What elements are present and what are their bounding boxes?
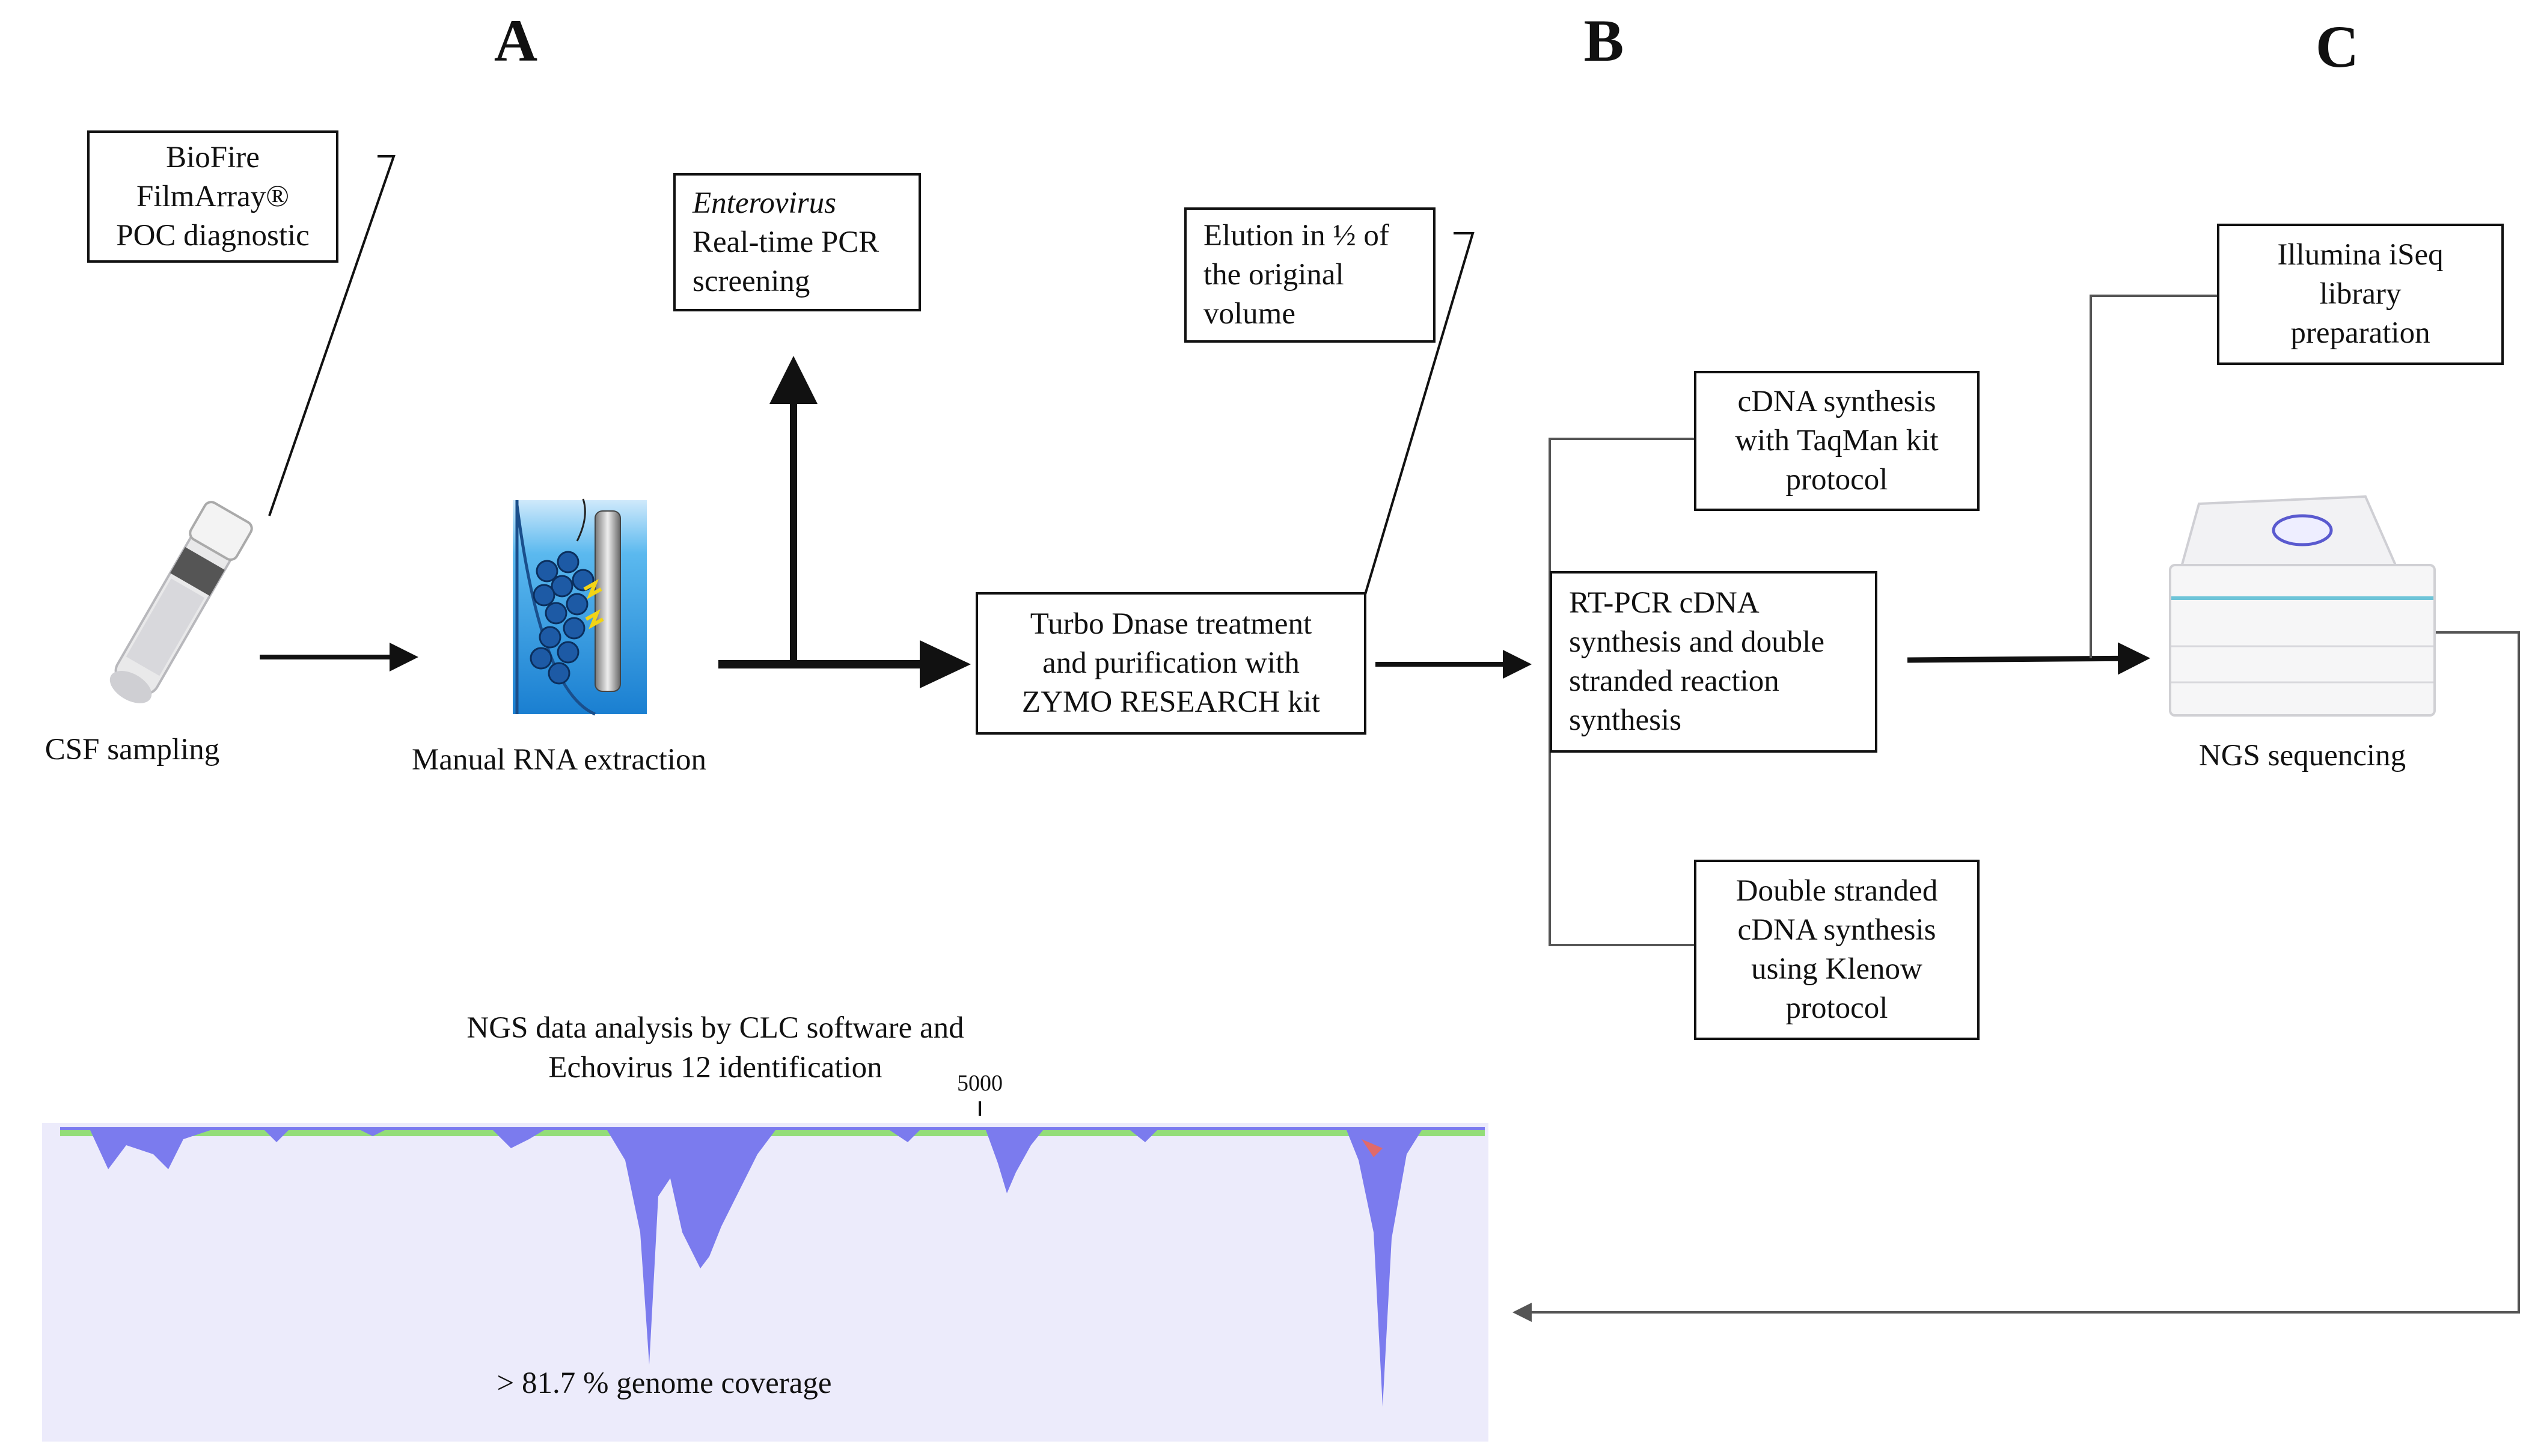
- elution-line-1: Elution in ½ of: [1203, 219, 1389, 252]
- klenow-box: Double stranded cDNA synthesis using Kle…: [1694, 860, 1980, 1040]
- csf-sampling-caption: CSF sampling: [44, 733, 220, 766]
- rtpcr-box: RT-PCR cDNA synthesis and double strande…: [1550, 571, 1877, 753]
- taqman-line-1: cDNA synthesis: [1737, 385, 1936, 418]
- klenow-line-3: using Klenow: [1751, 952, 1922, 986]
- elution-callout-line: [1363, 232, 1475, 597]
- taqman-line-2: with TaqMan kit: [1735, 424, 1939, 457]
- illumina-connector: [2090, 295, 2217, 658]
- analysis-title-line-1: NGS data analysis by CLC software and: [466, 1011, 964, 1045]
- arrow-rtpcr-to-ngs: [1907, 642, 2150, 675]
- biofire-line-2: FilmArray®: [136, 179, 290, 213]
- elution-box: Elution in ½ of the original volume: [1184, 207, 1436, 343]
- rna-extraction-illustration: [513, 498, 647, 716]
- coverage-panel: [42, 1123, 1488, 1442]
- biofire-line-1: BioFire: [166, 140, 260, 174]
- coverage-accent: [1362, 1139, 1383, 1157]
- ngs-sequencing-caption: NGS sequencing: [2198, 739, 2406, 772]
- return-arrow: [1512, 631, 2520, 1322]
- ngs-instrument-illustration: [2169, 495, 2436, 717]
- coverage-plot: [60, 1101, 1485, 1407]
- arrow-to-enterovirus-head: [769, 356, 818, 404]
- biofire-callout-line: [268, 155, 396, 516]
- taqman-line-3: protocol: [1785, 463, 1888, 497]
- elution-line-2: the original: [1203, 258, 1344, 292]
- illumina-line-3: preparation: [2290, 316, 2430, 350]
- tick-label-5000: 5000: [957, 1071, 1003, 1096]
- enterovirus-line-1: Real-time PCR: [693, 225, 879, 259]
- rtpcr-line-2: synthesis and double: [1569, 625, 1824, 659]
- rna-extraction-caption: Manual RNA extraction: [411, 743, 707, 777]
- illumina-line-2: library: [2319, 277, 2402, 311]
- enterovirus-italic: Enterovirus: [693, 186, 836, 220]
- turbo-line-3: ZYMO RESEARCH kit: [1022, 685, 1320, 719]
- klenow-line-2: cDNA synthesis: [1737, 913, 1936, 947]
- illumina-box: Illumina iSeq library preparation: [2217, 224, 2504, 365]
- turbo-line-2: and purification with: [1042, 646, 1300, 680]
- rtpcr-line-3: stranded reaction: [1569, 664, 1779, 698]
- klenow-line-1: Double stranded: [1735, 874, 1938, 908]
- rtpcr-line-1: RT-PCR cDNA: [1569, 586, 1760, 620]
- illumina-line-1: Illumina iSeq: [2277, 238, 2444, 272]
- biofire-box: BioFire FilmArray® POC diagnostic: [87, 130, 338, 263]
- section-label-a: A: [494, 7, 538, 74]
- taqman-box: cDNA synthesis with TaqMan kit protocol: [1694, 371, 1980, 511]
- biofire-line-3: POC diagnostic: [116, 218, 310, 252]
- elution-line-3: volume: [1203, 297, 1295, 331]
- klenow-line-4: protocol: [1785, 991, 1888, 1025]
- csf-tube-illustration: [109, 501, 253, 703]
- turbo-dnase-box: Turbo Dnase treatment and purification w…: [976, 592, 1366, 735]
- section-label-c: C: [2315, 13, 2359, 80]
- arrow-rna-to-turbo-head: [920, 640, 971, 688]
- turbo-line-1: Turbo Dnase treatment: [1030, 607, 1312, 641]
- coverage-area: [60, 1127, 1485, 1407]
- section-label-b: B: [1583, 7, 1624, 74]
- enterovirus-box: Enterovirus Real-time PCR screening: [673, 173, 921, 311]
- analysis-title: NGS data analysis by CLC software and Ec…: [361, 1008, 1070, 1087]
- enterovirus-line-2: screening: [693, 264, 810, 298]
- genome-coverage-label: > 81.7 % genome coverage: [497, 1366, 832, 1400]
- analysis-title-line-2: Echovirus 12 identification: [548, 1051, 882, 1084]
- rtpcr-line-4: synthesis: [1569, 703, 1682, 737]
